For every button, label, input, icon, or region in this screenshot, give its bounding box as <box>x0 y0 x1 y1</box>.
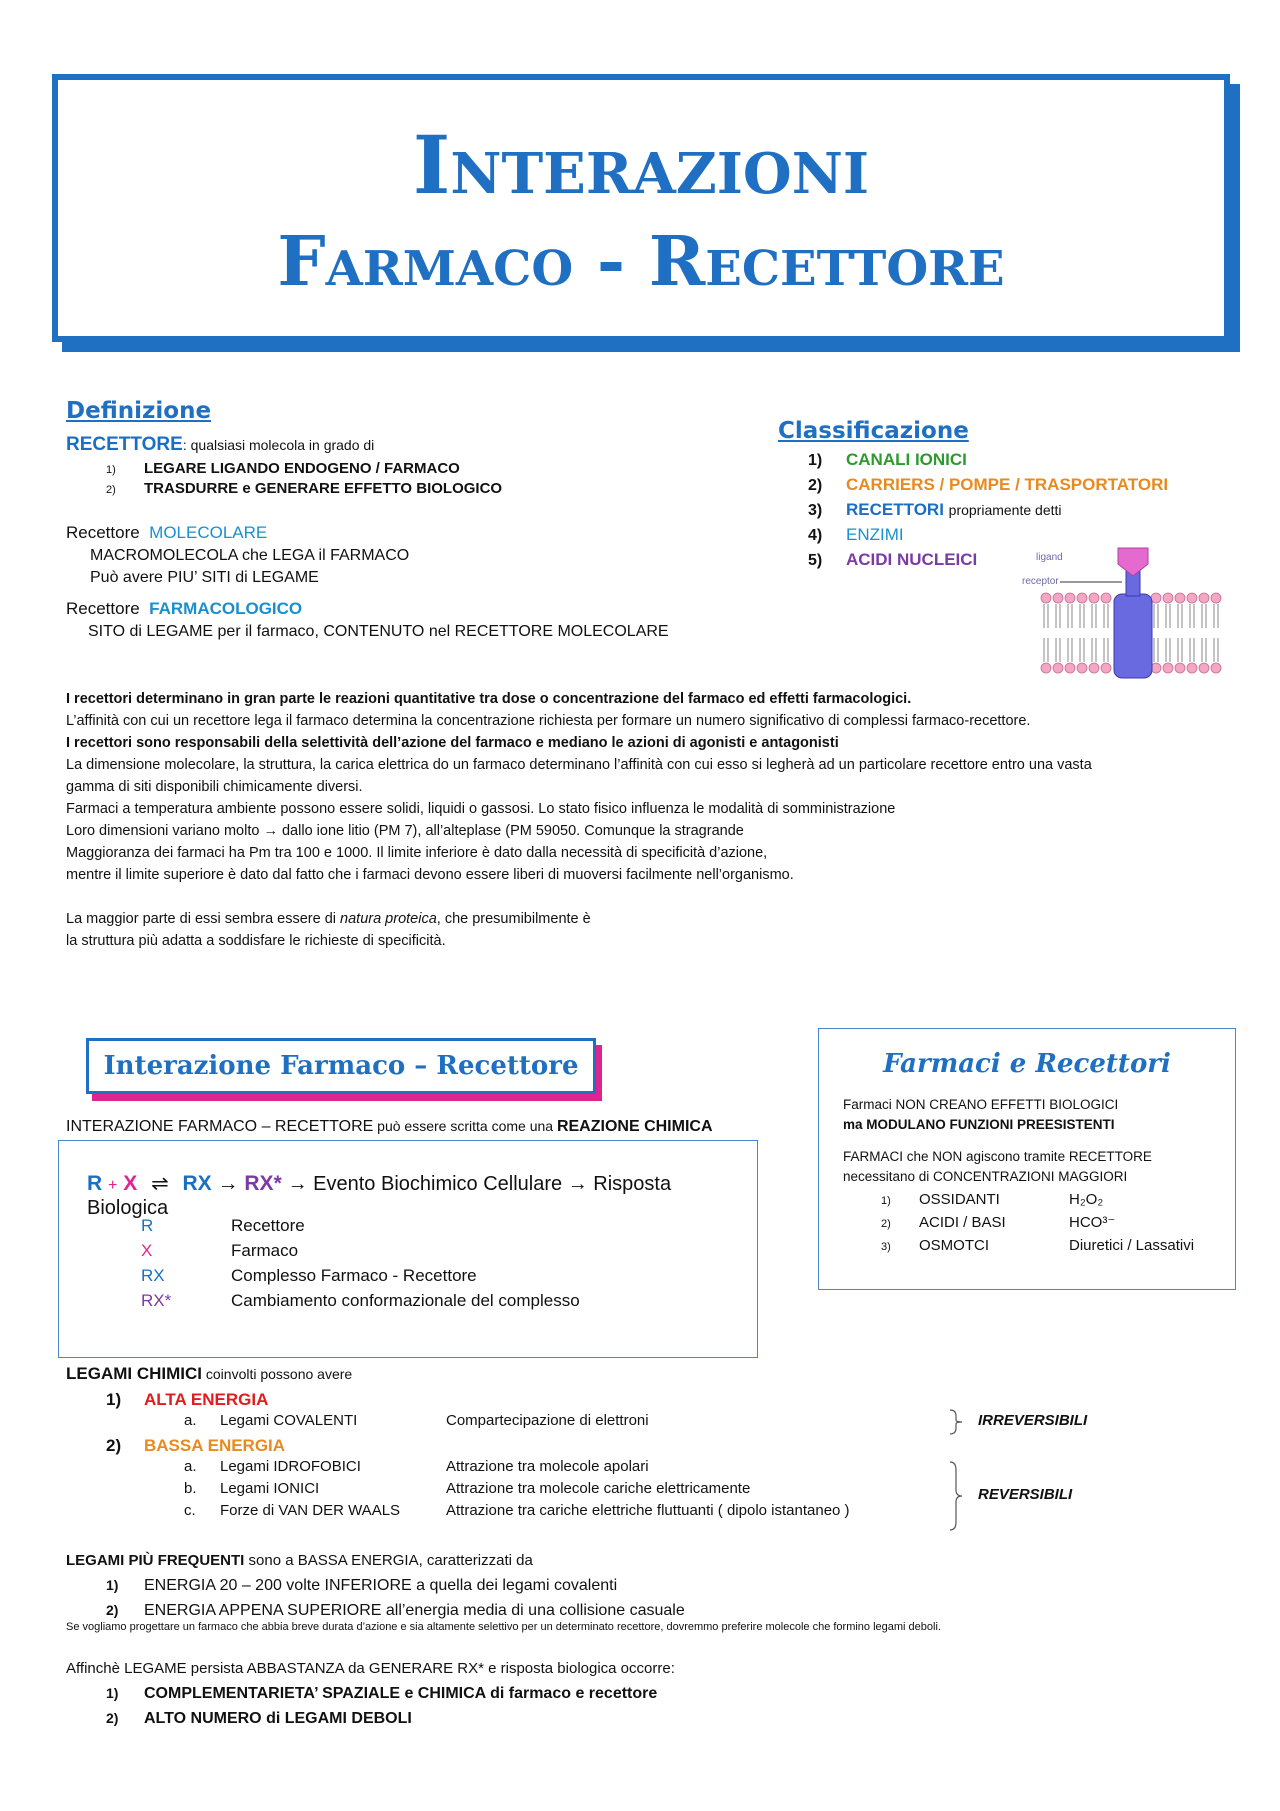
farmaci-line-4: necessitano di CONCENTRAZIONI MAGGIORI <box>843 1169 1128 1184</box>
list-item: 4)ENZIMI <box>808 525 904 544</box>
definizione-section: Definizione RECETTORE: qualsiasi molecol… <box>66 398 746 641</box>
irreversibili-tag: IRREVERSIBILI <box>978 1412 1088 1429</box>
reversibili-brace <box>949 1461 963 1531</box>
farmaci-line-3: FARMACI che NON agiscono tramite RECETTO… <box>843 1149 1152 1164</box>
title-line-2: Farmaco - Recettore <box>277 222 1005 302</box>
recettore-farmacologico: Recettore FARMACOLOGICO <box>66 599 303 618</box>
design-note: Se vogliamo progettare un farmaco che ab… <box>66 1621 941 1633</box>
receptor-membrane-illustration: ligand receptor <box>1022 547 1222 679</box>
farmaci-recettori-heading: Farmaci e Recettori <box>883 1049 1171 1079</box>
definizione-list: 1)LEGARE LIGANDO ENDOGENO / FARMACO 2)TR… <box>106 460 746 497</box>
receptor-protein <box>1113 593 1153 679</box>
farmaci-recettori-box: Farmaci e Recettori Farmaci NON CREANO E… <box>818 1028 1236 1290</box>
reaction-box: R + X ⇌ RX → RX* → Evento Biochimico Cel… <box>58 1140 758 1358</box>
lipid-bilayer <box>1040 592 1222 674</box>
recettore-label: RECETTORE <box>66 434 183 455</box>
interazione-heading: Interazione Farmaco – Recettore <box>86 1038 596 1094</box>
definizione-heading: Definizione <box>66 398 212 424</box>
persistenza-intro: Affinchè LEGAME persista ABBASTANZA da G… <box>66 1660 675 1677</box>
legami-frequenti-section: LEGAMI PIÙ FREQUENTI sono a BASSA ENERGI… <box>66 1552 1256 1633</box>
receptor-label: receptor <box>1022 576 1059 587</box>
title-line-1: Interazioni <box>412 118 870 212</box>
farmaci-line-1: Farmaci NON CREANO EFFETTI BIOLOGICI <box>843 1097 1119 1112</box>
title-box: Interazioni Farmaco - Recettore <box>52 74 1230 342</box>
intro-paragraphs: I recettori determinano in gran parte le… <box>66 691 1092 949</box>
farmacologico-line-1: SITO di LEGAME per il farmaco, CONTENUTO… <box>88 623 669 640</box>
list-item: 1)CANALI IONICI <box>808 450 967 469</box>
list-item: 2)ENERGIA APPENA SUPERIORE all’energia m… <box>106 1602 685 1619</box>
alta-energia: 1)ALTA ENERGIA <box>106 1390 269 1409</box>
molecolare-line-2: Può avere PIU’ SITI di LEGAME <box>90 569 319 586</box>
legend-item: RX*Cambiamento conformazionale del compl… <box>141 1291 580 1310</box>
farmaci-line-2: ma MODULANO FUNZIONI PREESISTENTI <box>843 1117 1115 1132</box>
recettore-molecolare: Recettore MOLECOLARE <box>66 523 268 542</box>
persistenza-section: Affinchè LEGAME persista ABBASTANZA da G… <box>66 1660 1246 1731</box>
recettore-definition: RECETTORE: qualsiasi molecola in grado d… <box>66 434 746 456</box>
list-item: 1)COMPLEMENTARIETA’ SPAZIALE e CHIMICA d… <box>106 1685 658 1702</box>
list-item: 5)ACIDI NUCLEICI <box>808 550 978 569</box>
classificazione-heading: Classificazione <box>778 418 969 444</box>
ligand-label: ligand <box>1036 552 1063 563</box>
classificazione-section: Classificazione 1)CANALI IONICI 2)CARRIE… <box>778 418 1238 575</box>
bassa-energia: 2)BASSA ENERGIA <box>106 1436 286 1455</box>
list-item: 2)CARRIERS / POMPE / TRASPORTATORI <box>808 475 1169 494</box>
list-item: 2)TRASDURRE e GENERARE EFFETTO BIOLOGICO <box>106 480 503 497</box>
classificazione-list: 1)CANALI IONICI 2)CARRIERS / POMPE / TRA… <box>808 450 1238 575</box>
irreversibili-brace <box>949 1409 963 1435</box>
interazione-intro: INTERAZIONE FARMACO – RECETTORE può esse… <box>66 1118 713 1135</box>
molecolare-line-1: MACROMOLECOLA che LEGA il FARMACO <box>90 547 410 564</box>
list-item: 1)ENERGIA 20 – 200 volte INFERIORE a que… <box>106 1577 618 1594</box>
reversibili-tag: REVERSIBILI <box>978 1486 1073 1503</box>
legami-section: LEGAMI CHIMICI coinvolti possono avere 1… <box>66 1364 1246 1522</box>
recettore-text: : qualsiasi molecola in grado di <box>182 437 375 453</box>
list-item: 1)LEGARE LIGANDO ENDOGENO / FARMACO <box>106 460 460 477</box>
list-item: 3)RECETTORI propriamente detti <box>808 500 1062 519</box>
list-item: 2)ALTO NUMERO di LEGAMI DEBOLI <box>106 1710 412 1727</box>
ligand-shape <box>1117 547 1149 577</box>
reaction-equation: R + X ⇌ RX → RX* → Evento Biochimico Cel… <box>87 1172 672 1219</box>
